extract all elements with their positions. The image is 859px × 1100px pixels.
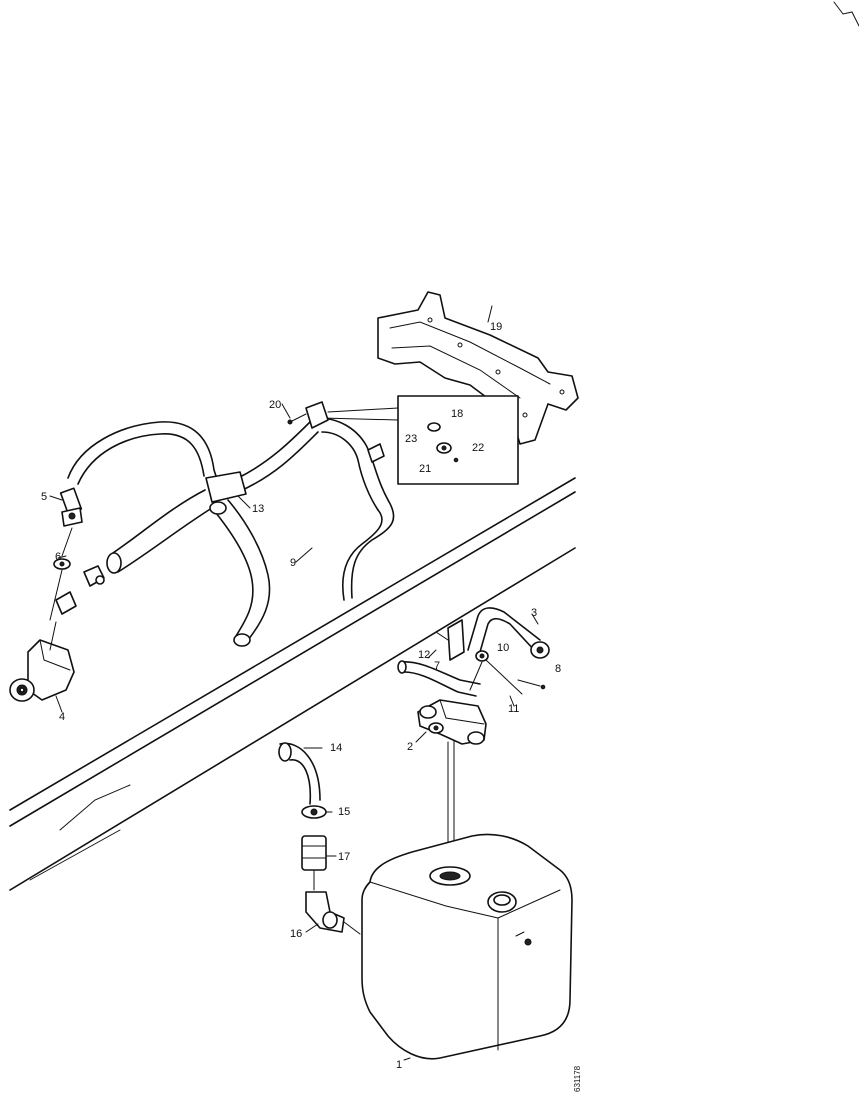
- callout-17: 17: [338, 851, 350, 863]
- callout-5: 5: [41, 491, 47, 503]
- pump-4: [9, 621, 75, 702]
- callout-1: 1: [396, 1059, 402, 1071]
- line-16-to-tank: [343, 921, 361, 935]
- callout-12: 12: [418, 649, 430, 661]
- callout-6: 6: [55, 551, 61, 563]
- elbow-16: [305, 891, 345, 933]
- corner-mark: [833, 1, 859, 27]
- callout-labels: 1 2 3 4 5 6 7 8 9 10 11 12 13 14 15 16 1…: [41, 321, 561, 1071]
- fitting-6: [49, 527, 105, 621]
- tank-1: [361, 833, 573, 1060]
- callout-2: 2: [407, 741, 413, 753]
- hose-clip-right: [367, 443, 385, 463]
- screw-8: [517, 679, 541, 687]
- clamp-20: [287, 401, 329, 429]
- clamp-15: [301, 805, 327, 819]
- hose-7: [397, 660, 481, 697]
- callout-21: 21: [419, 463, 431, 475]
- detail-inset: [321, 395, 519, 485]
- callout-10: 10: [497, 642, 509, 654]
- callout-7: 7: [434, 660, 440, 672]
- valve-block-2: [417, 699, 487, 745]
- callout-13: 13: [252, 503, 264, 515]
- hoses: [67, 417, 395, 647]
- callout-3: 3: [531, 607, 537, 619]
- callout-22: 22: [472, 442, 484, 454]
- callout-18: 18: [451, 408, 463, 420]
- callout-16: 16: [290, 928, 302, 940]
- drawing-code: 631178: [573, 1065, 582, 1092]
- callout-4: 4: [59, 711, 65, 723]
- callout-11: 11: [508, 703, 519, 715]
- bracket-12: [435, 619, 465, 661]
- chassis-frame-rails: [9, 477, 576, 891]
- fitting-10: [469, 650, 489, 691]
- filter-17: [301, 835, 327, 871]
- pipe-3: [467, 607, 550, 659]
- callout-8: 8: [555, 663, 561, 675]
- leader-4: [55, 695, 63, 713]
- clamp-13: [205, 471, 247, 515]
- callout-15: 15: [338, 806, 350, 818]
- callout-20: 20: [269, 399, 281, 411]
- leader-lines: [49, 305, 539, 1061]
- fitting-5: [59, 487, 83, 527]
- callout-14: 14: [330, 742, 342, 754]
- callout-19: 19: [490, 321, 502, 333]
- screw-8-head: [540, 684, 546, 690]
- callout-23: 23: [405, 433, 417, 445]
- rod-11: [485, 659, 523, 695]
- pipe-14: [278, 742, 321, 805]
- callout-9: 9: [290, 557, 296, 569]
- cross-member: [377, 291, 579, 445]
